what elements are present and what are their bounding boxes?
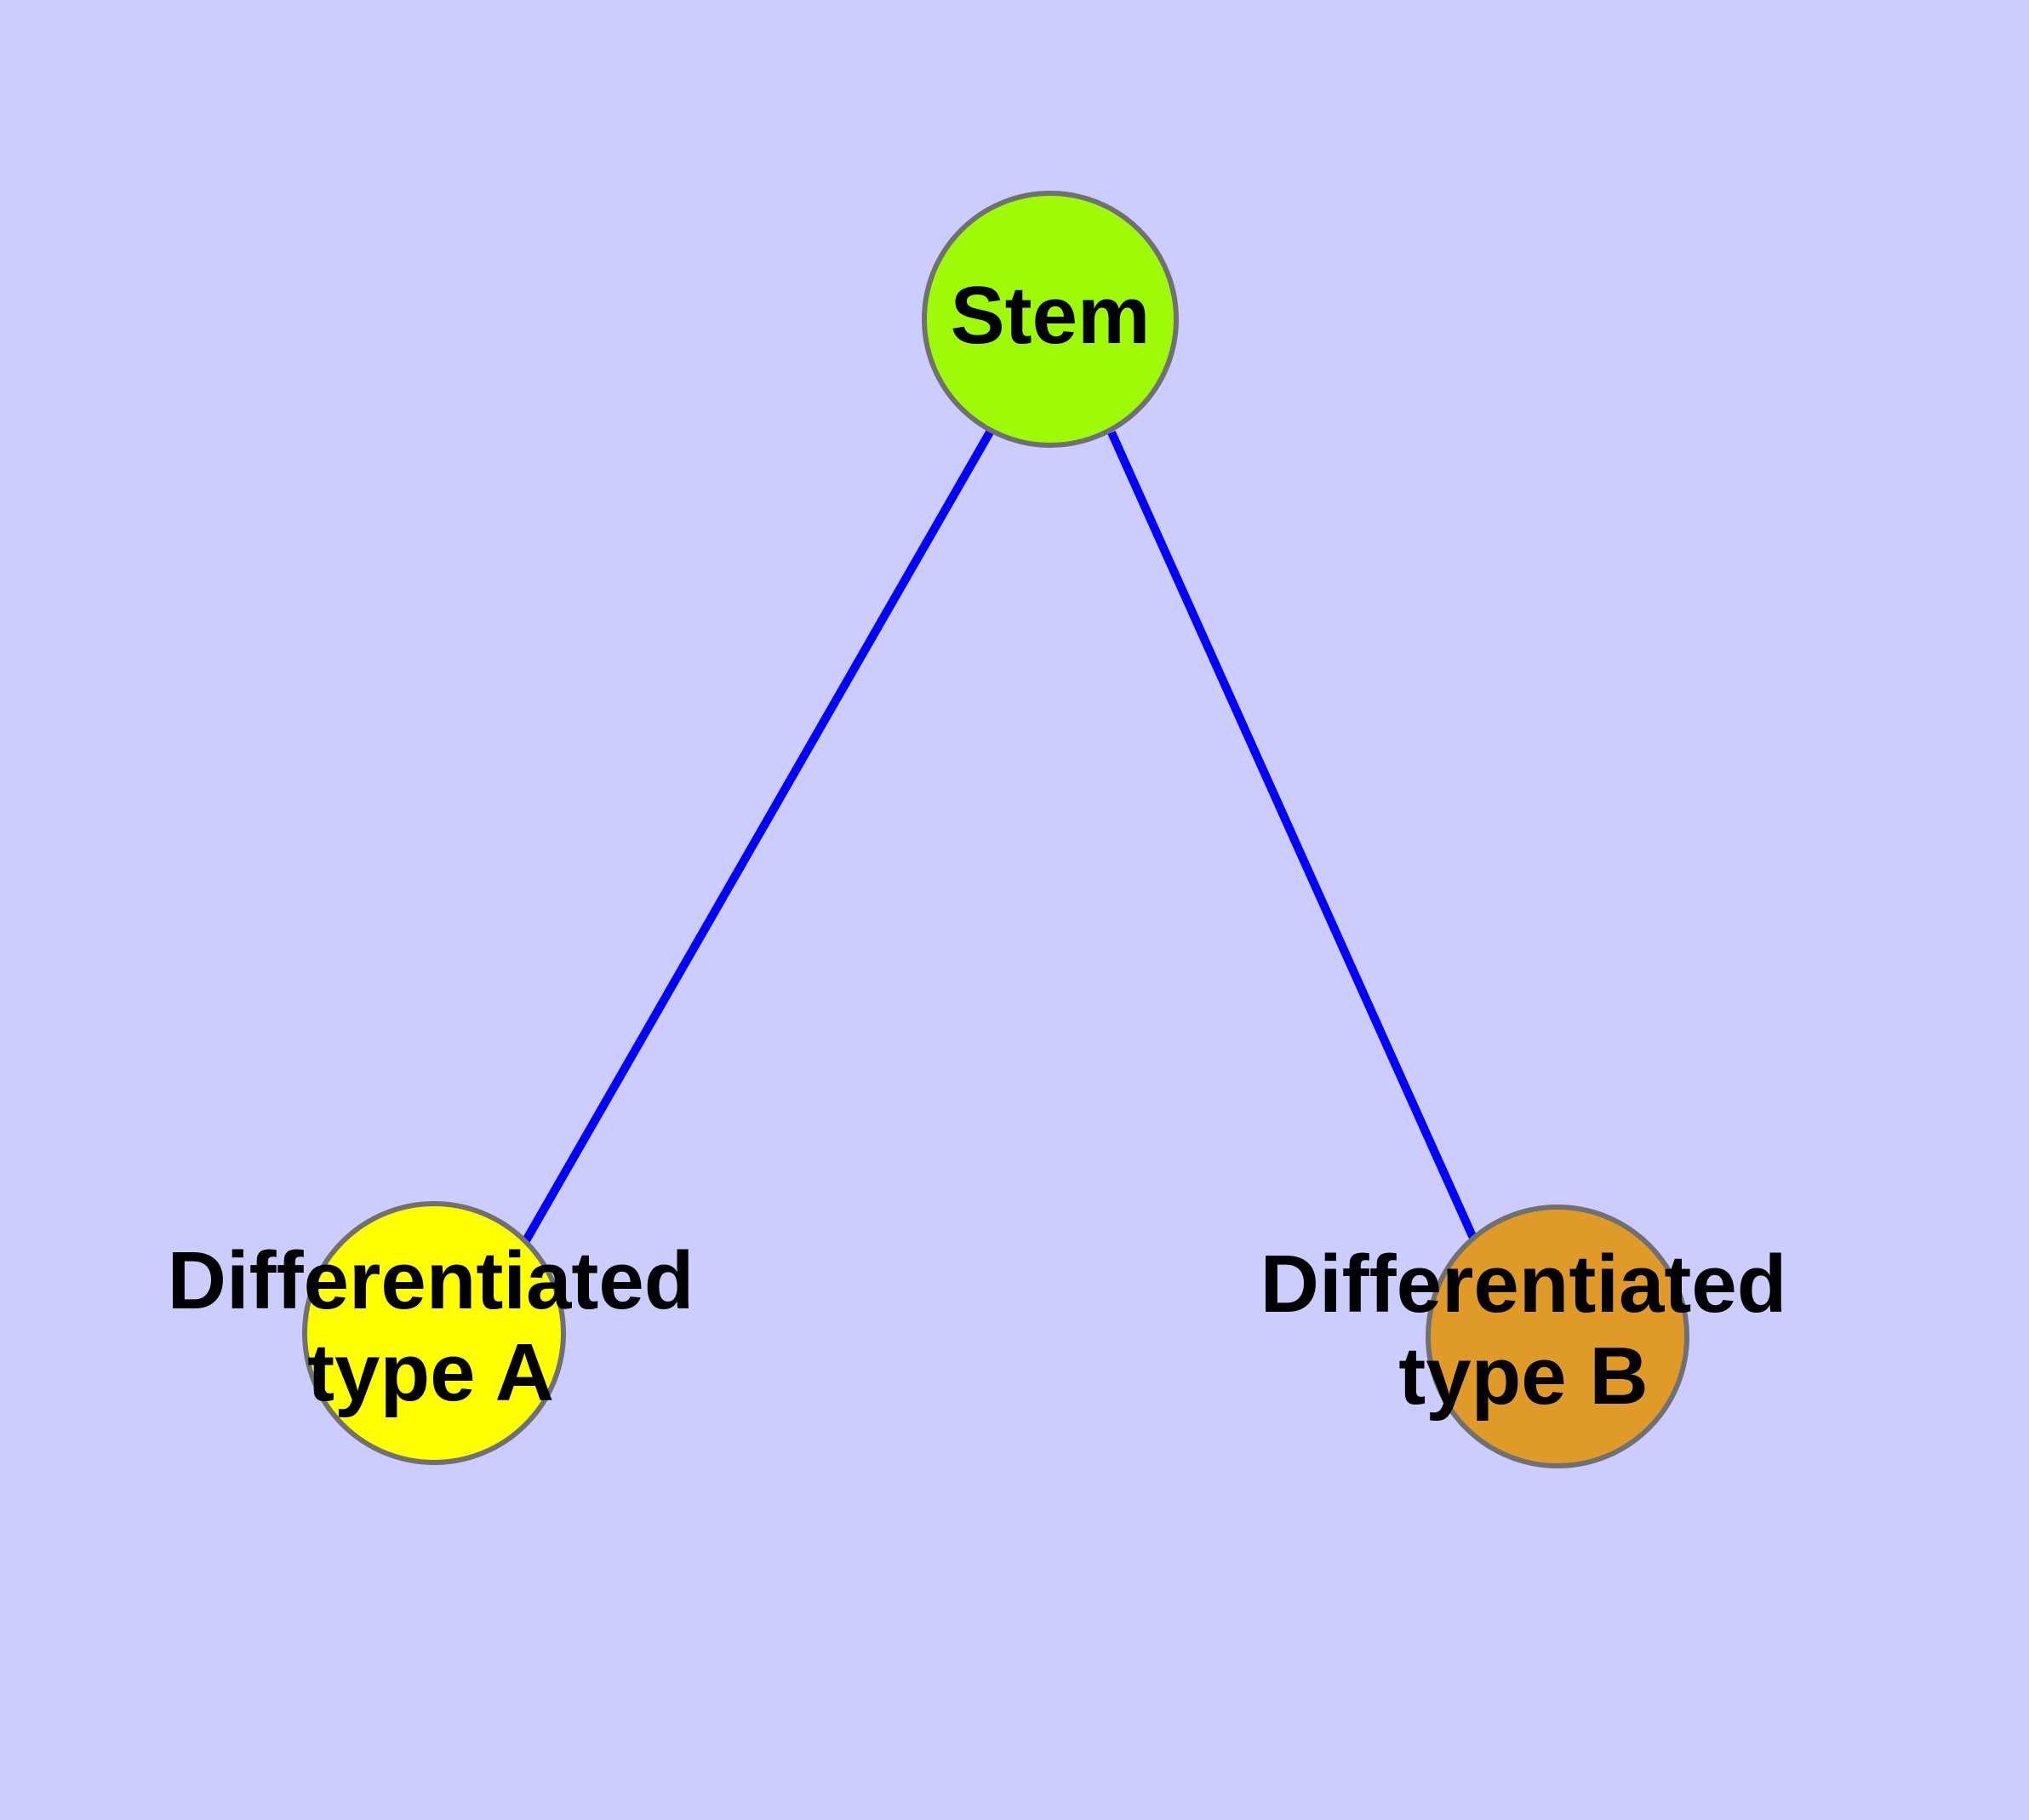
node-layer xyxy=(302,191,1689,1468)
edge-layer xyxy=(521,428,1480,1246)
node-label-line: Differentiated xyxy=(1260,1239,1787,1331)
node-diff_a[interactable] xyxy=(302,1201,566,1465)
node-diff_b[interactable] xyxy=(1426,1205,1689,1468)
node-stem[interactable] xyxy=(922,191,1179,448)
node-label-line: type B xyxy=(1398,1331,1648,1422)
node-label-line: Stem xyxy=(951,270,1151,361)
node-label-line: type A xyxy=(307,1327,554,1418)
edge-stem-diff_b[interactable] xyxy=(1107,430,1480,1246)
node-label-line: Differentiated xyxy=(168,1236,694,1327)
edge-stem-diff_a[interactable] xyxy=(521,428,995,1245)
node-label-stem: Stem xyxy=(951,270,1151,361)
